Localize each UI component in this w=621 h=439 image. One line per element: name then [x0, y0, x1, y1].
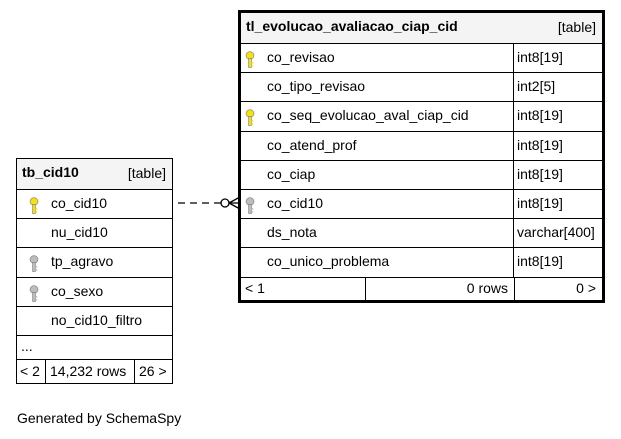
column-name: co_atend_prof	[267, 136, 357, 153]
primary-key-icon	[244, 109, 256, 127]
foreign-key-icon	[28, 255, 40, 273]
footer-next[interactable]: 0 >	[576, 280, 596, 296]
column-row[interactable]: co_sexo	[17, 278, 172, 307]
column-row[interactable]: no_cid10_filtro	[17, 307, 172, 336]
column-type: int8[19]	[517, 165, 563, 182]
table-name: tb_cid10	[22, 164, 79, 180]
footer-next[interactable]: 26 >	[139, 363, 167, 379]
column-name: co_seq_evolucao_aval_ciap_cid	[267, 107, 469, 124]
column-name: tp_agravo	[51, 253, 114, 270]
column-name: co_cid10	[51, 195, 108, 211]
generated-by-label: Generated by SchemaSpy	[17, 410, 182, 426]
table-tl-evolucao-avaliacao-ciap-cid[interactable]: tl_evolucao_avaliacao_ciap_cid [table] c…	[238, 10, 605, 303]
table-footer: < 2 14,232 rows 26 >	[17, 359, 172, 383]
column-name: co_revisao	[267, 49, 335, 65]
column-row[interactable]: tp_agravo	[17, 248, 172, 278]
table-name: tl_evolucao_avaliacao_ciap_cid	[246, 18, 458, 34]
footer-rows: 0 rows	[466, 280, 508, 296]
column-name: no_cid10_filtro	[51, 311, 143, 328]
column-type: int8[19]	[517, 253, 563, 270]
table-header: tl_evolucao_avaliacao_ciap_cid [table]	[241, 13, 602, 44]
column-type: int8[19]	[517, 195, 563, 211]
column-row[interactable]: co_cid10	[17, 190, 172, 220]
column-type: int8[19]	[517, 107, 563, 124]
column-name: co_tipo_revisao	[267, 78, 366, 95]
primary-key-icon	[244, 51, 256, 69]
column-name: co_sexo	[51, 282, 104, 299]
foreign-key-icon	[244, 197, 256, 215]
table-tb-cid10[interactable]: tb_cid10 [table] co_cid10 nu_cid10 tp_agra…	[16, 158, 173, 384]
column-row[interactable]: co_revisao int8[19]	[241, 44, 602, 74]
ellipsis-row: ...	[17, 336, 172, 360]
column-type: int8[19]	[517, 49, 563, 65]
column-row[interactable]: co_unico_problema int8[19]	[241, 248, 602, 278]
ellipsis-text: ...	[21, 338, 33, 354]
footer-prev[interactable]: < 2	[20, 363, 40, 379]
column-row[interactable]: co_cid10 int8[19]	[241, 190, 602, 220]
column-row[interactable]: nu_cid10	[17, 219, 172, 249]
column-row[interactable]: co_seq_evolucao_aval_ciap_cid int8[19]	[241, 102, 602, 132]
footer-prev[interactable]: < 1	[245, 280, 265, 296]
column-type: int2[5]	[517, 78, 556, 95]
column-name: ds_nota	[267, 224, 317, 241]
table-kind-label: [table]	[557, 19, 596, 35]
footer-rows: 14,232 rows	[50, 363, 127, 379]
column-type: varchar[400]	[517, 224, 595, 241]
column-row[interactable]: co_tipo_revisao int2[5]	[241, 73, 602, 103]
primary-key-icon	[28, 197, 40, 215]
column-name: co_unico_problema	[267, 253, 390, 270]
column-row[interactable]: co_ciap int8[19]	[241, 160, 602, 190]
table-footer: < 1 0 rows 0 >	[241, 278, 602, 300]
column-type: int8[19]	[517, 136, 563, 153]
table-header: tb_cid10 [table]	[17, 159, 172, 190]
column-name: co_ciap	[267, 165, 316, 182]
column-row[interactable]: co_atend_prof int8[19]	[241, 131, 602, 161]
column-name: nu_cid10	[51, 224, 108, 241]
table-kind-label: [table]	[127, 165, 166, 181]
column-name: co_cid10	[267, 195, 324, 211]
foreign-key-icon	[28, 284, 40, 303]
column-row[interactable]: ds_nota varchar[400]	[241, 219, 602, 249]
